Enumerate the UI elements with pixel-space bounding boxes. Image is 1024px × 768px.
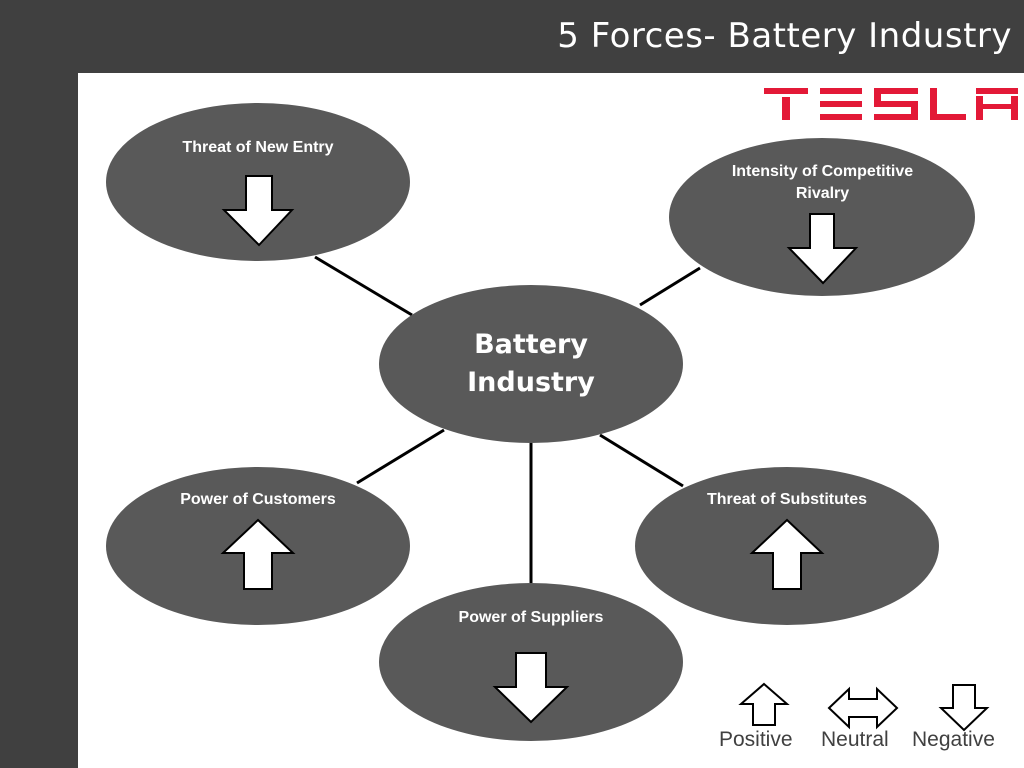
- arrow-down-icon: [786, 213, 859, 285]
- center-label-line: Industry: [467, 367, 595, 398]
- connector-line: [356, 428, 445, 485]
- slide-header: [0, 0, 1024, 73]
- label-threat-of-substitutes: Threat of Substitutes: [667, 489, 907, 511]
- arrow-up-icon: [749, 518, 825, 590]
- slide-title: 5 Forces- Battery Industry: [557, 16, 1012, 56]
- legend-positive-arrow-icon: [738, 682, 790, 726]
- center-label-line: Battery: [474, 329, 588, 360]
- connector-line: [639, 266, 701, 307]
- label-line: Threat of Substitutes: [706, 491, 867, 508]
- tesla-logo: [764, 88, 1018, 120]
- legend-neutral-arrow-icon: [827, 686, 899, 730]
- arrow-down-icon: [492, 652, 570, 724]
- label-line: Intensity of Competitive: [731, 163, 914, 180]
- connector-line: [599, 433, 684, 488]
- node-battery-industry: [379, 285, 683, 443]
- legend-neutral-label: Neutral: [821, 728, 889, 751]
- arrow-down-icon: [221, 175, 295, 247]
- label-line: Power of Suppliers: [458, 609, 604, 626]
- left-sidebar-band: [0, 73, 78, 768]
- legend-negative-arrow-icon: [938, 684, 990, 732]
- label-competitive-rivalry: Intensity of Competitive Rivalry: [700, 161, 945, 205]
- label-line: Power of Customers: [180, 491, 336, 508]
- legend-positive-label: Positive: [719, 728, 793, 751]
- label-power-of-suppliers: Power of Suppliers: [411, 607, 651, 629]
- label-line: Rivalry: [795, 185, 850, 202]
- label-threat-of-new-entry: Threat of New Entry: [138, 137, 378, 159]
- label-battery-industry: Battery Industry: [411, 326, 651, 402]
- connector-line: [314, 255, 413, 317]
- legend-negative-label: Negative: [912, 728, 995, 751]
- label-line: Threat of New Entry: [182, 139, 334, 156]
- label-power-of-customers: Power of Customers: [138, 489, 378, 511]
- arrow-up-icon: [220, 518, 296, 590]
